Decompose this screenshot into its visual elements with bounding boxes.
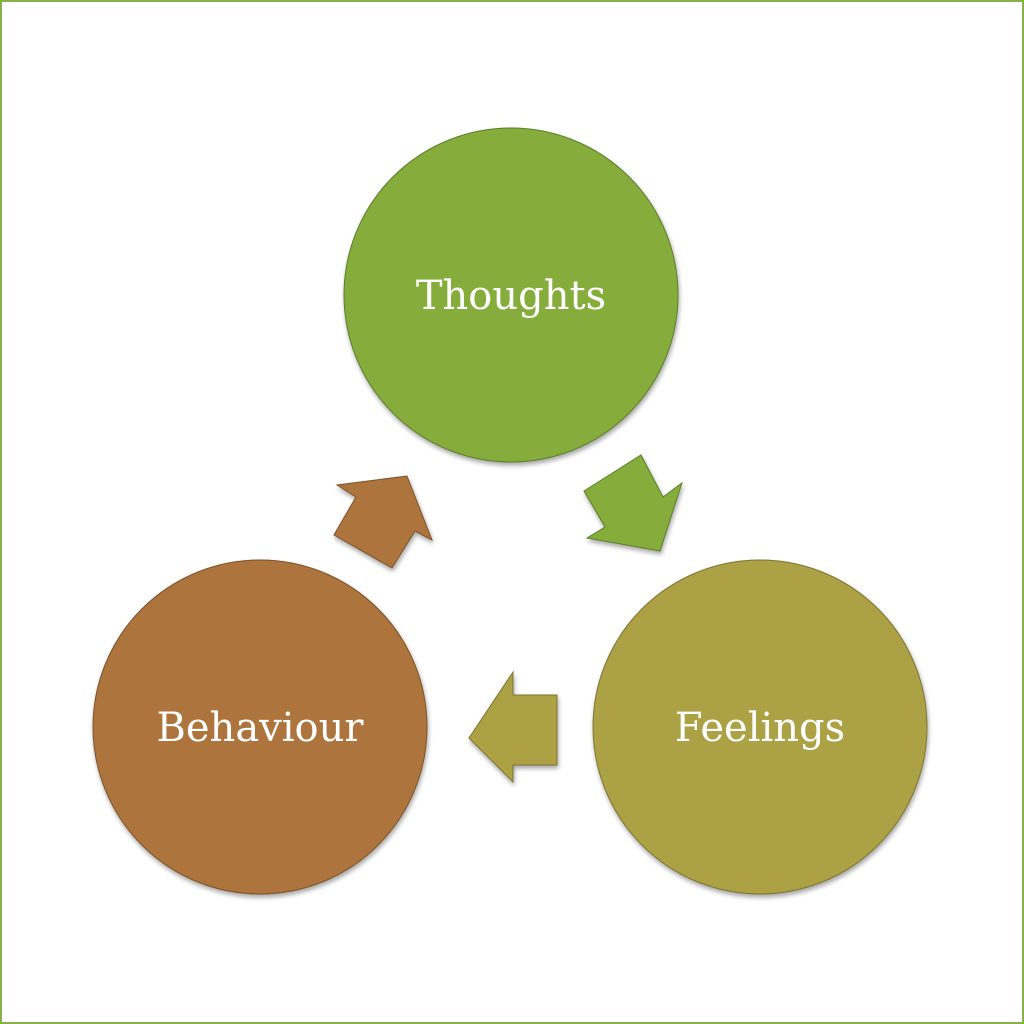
behaviour-circle: [92, 559, 428, 895]
thoughts-circle: [343, 127, 679, 463]
node-behaviour: Behaviour: [92, 559, 428, 895]
feelings-circle: [592, 559, 928, 895]
arrow-feelings-to-behaviour: [468, 670, 558, 784]
behaviour-label: Behaviour: [156, 705, 364, 751]
node-feelings: Feelings: [592, 559, 928, 895]
thoughts-label: Thoughts: [416, 273, 606, 319]
feelings-label: Feelings: [675, 705, 845, 751]
node-thoughts: Thoughts: [343, 127, 679, 463]
arrow-thoughts-to-feelings: [583, 454, 683, 552]
arrow-behaviour-to-thoughts: [333, 475, 433, 569]
